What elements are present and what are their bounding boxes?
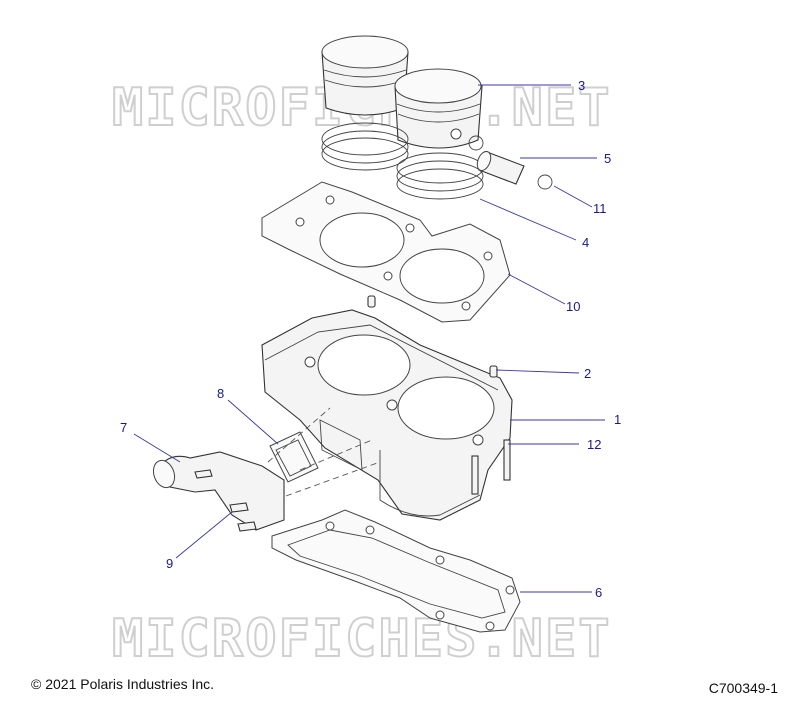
- studs: [471, 439, 511, 495]
- outlet-gasket: [269, 431, 319, 483]
- callout-1: 1: [614, 412, 621, 427]
- circlip-left: [468, 135, 484, 151]
- callout-6: 6: [595, 585, 602, 600]
- dowel-pin-upper: [367, 295, 376, 308]
- callout-12: 12: [587, 437, 601, 452]
- copyright-notice: © 2021 Polaris Industries Inc.: [31, 676, 215, 692]
- watermark-bottom: MICROFICHES.NET: [112, 609, 612, 669]
- callout-4: 4: [582, 235, 589, 250]
- bolts: [194, 469, 257, 532]
- wrist-pin: [476, 150, 525, 185]
- alignment-line: [285, 461, 381, 497]
- alignment-line: [299, 439, 373, 471]
- callout-10: 10: [566, 299, 580, 314]
- callout-3: 3: [578, 78, 585, 93]
- callout-8: 8: [217, 386, 224, 401]
- diagram-code: C700349-1: [708, 680, 778, 696]
- callout-11: 11: [593, 201, 607, 216]
- callout-7: 7: [120, 420, 127, 435]
- coolant-outlet: [152, 451, 285, 531]
- callout-5: 5: [604, 151, 611, 166]
- base-gasket: [271, 509, 521, 633]
- cylinder-block: [261, 309, 513, 521]
- piston-rings-front: [396, 152, 484, 200]
- alignment-line: [267, 407, 331, 463]
- piston-rings-rear: [321, 122, 409, 171]
- callout-2: 2: [584, 366, 591, 381]
- callout-9: 9: [166, 556, 173, 571]
- piston-front: [394, 68, 483, 149]
- head-gasket: [261, 181, 511, 323]
- circlip-right: [537, 174, 553, 190]
- piston-rear: [321, 35, 409, 116]
- dowel-pin: [489, 365, 498, 378]
